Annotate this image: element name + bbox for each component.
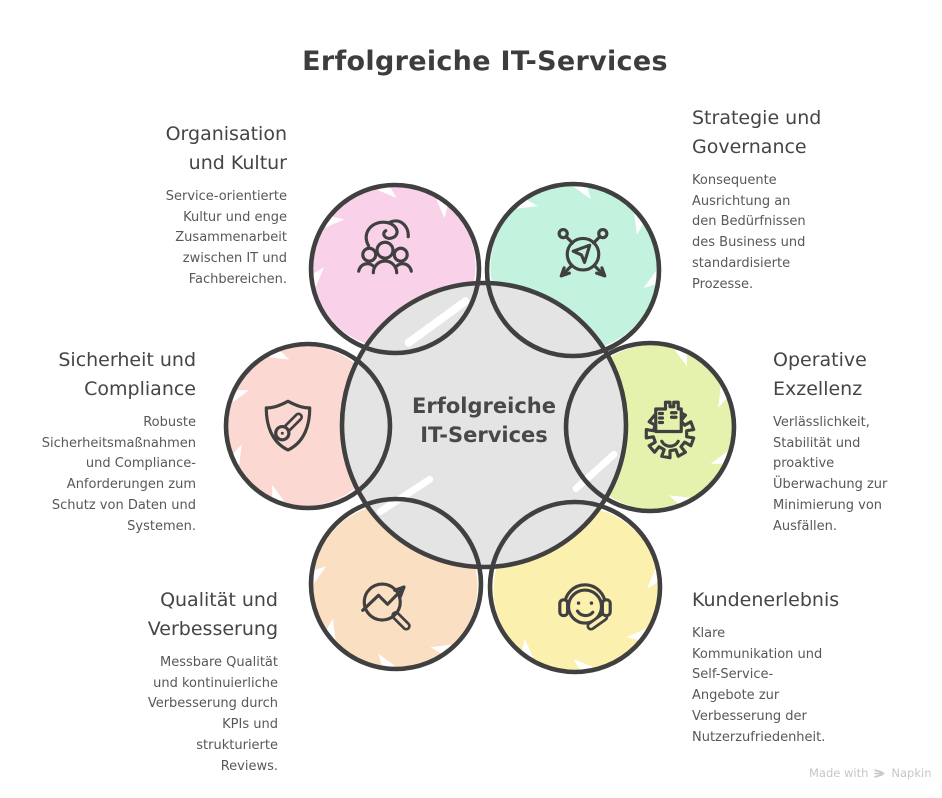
section-title: Kundenerlebnis [692,589,840,611]
hand-drawn-notch [231,390,249,403]
petal-outline-strategie [484,181,662,359]
page-title: Erfolgreiche IT-Services [302,46,668,77]
section-body: Messbare Qualität und kontinuierliche Ve… [147,654,278,774]
section-body: Verlässlichkeit, Stabilität und proaktiv… [773,414,888,534]
petal-outline-organisation [308,182,482,356]
icon-layer [264,219,696,631]
hand-drawn-notch [308,267,324,287]
section-title: Sicherheit und Compliance [58,349,196,400]
center-label: Erfolgreiche IT-Services [412,394,556,447]
hand-drawn-notch [710,451,729,464]
section-sicherheit: Sicherheit und Compliance Robuste Sicher… [41,346,196,538]
section-organisation: Organisation und Kultur Service-orientie… [137,120,287,291]
section-body: Robuste Sicherheitsmaßnahmen und Complia… [41,414,196,534]
section-body: Konsequente Ausrichtung an den Bedürfnis… [692,172,806,292]
hand-drawn-notch [674,348,687,367]
hand-drawn-streak [404,297,470,347]
hand-drawn-notch [377,182,397,198]
headset-smiley-icon [558,583,612,631]
magnifier-trend-icon [361,582,411,631]
petal-outline-operative [563,340,737,514]
section-body: Klare Kommunikation und Self-Service-Ang… [692,625,826,745]
section-title: Organisation und Kultur [165,123,287,174]
hand-drawn-notch [573,659,593,675]
section-kunden: Kundenerlebnis Klare Kommunikation und S… [692,586,839,749]
center-outline [339,280,629,570]
petal-outline-sicherheit [223,341,393,511]
watermark-brand: Napkin [891,766,932,780]
outline-layer [223,181,737,675]
section-strategie: Strategie und Governance Konsequente Aus… [692,104,821,296]
watermark: Made with Napkin [809,766,932,780]
hand-drawn-notch [647,569,663,589]
napkin-logo-icon [874,768,886,778]
petal-fill [225,346,385,506]
section-title: Qualität und Verbesserung [147,589,278,640]
section-operative: Operative Exzellenz Verlässlichkeit, Sta… [773,346,903,538]
team-icon [357,219,413,275]
hand-drawn-streak [376,475,434,516]
section-qualitaet: Qualität und Verbesserung Messbare Quali… [140,586,278,778]
section-title: Strategie und Governance [692,107,822,158]
hand-drawn-notch [272,485,285,503]
watermark-text: Made with [809,766,869,780]
section-body: Service-orientierte Kultur und enge Zusa… [165,188,287,287]
petal-outline-kunden [487,499,663,675]
section-title: Operative Exzellenz [773,349,867,400]
petal-outline-qualitaet [308,496,484,672]
strategy-compass-icon [557,228,609,278]
shield-key-icon [264,399,312,452]
gear-factory-icon [644,400,696,460]
